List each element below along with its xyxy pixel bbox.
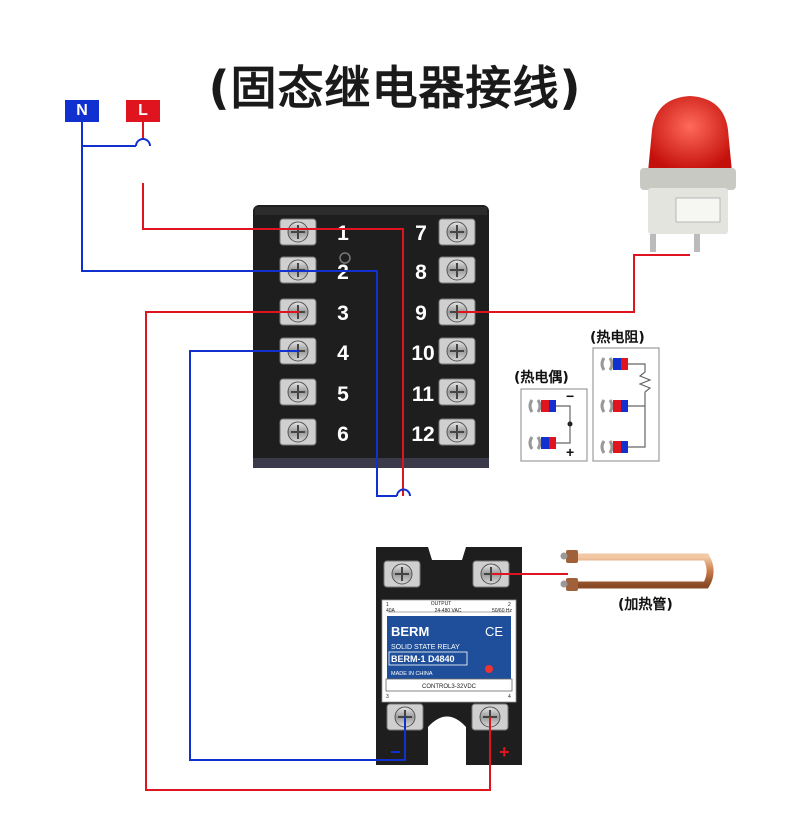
rtd-label: (热电阻) bbox=[590, 330, 645, 346]
page-title: (固态继电器接线) bbox=[208, 61, 582, 115]
terminal-number-12: 12 bbox=[411, 423, 434, 446]
relay-minus-sign: − bbox=[390, 742, 401, 762]
relay-control: CONTROL3-32VDC bbox=[422, 684, 477, 690]
terminal-number-7: 7 bbox=[415, 222, 427, 245]
live-terminal-tag: L bbox=[126, 100, 160, 122]
heater-label: (加热管) bbox=[618, 597, 673, 613]
relay-output-label: OUTPUT bbox=[431, 601, 452, 607]
rtd-diagram bbox=[592, 347, 660, 462]
controller-right-numbers: 7 8 9 10 11 12 bbox=[411, 222, 434, 446]
terminal-number-11: 11 bbox=[412, 383, 435, 406]
solid-state-relay: 1 2 OUTPUT 24-480 VAC 40A 50/60 Hz CONTR… bbox=[376, 547, 522, 765]
relay-brand: BERM bbox=[391, 624, 429, 639]
relay-term3: 3 bbox=[386, 694, 389, 700]
relay-term1: 1 bbox=[386, 602, 389, 608]
warning-beacon bbox=[640, 96, 736, 252]
relay-type-text: SOLID STATE RELAY bbox=[391, 644, 460, 651]
crossover-arc-top bbox=[135, 138, 151, 147]
terminal-number-6: 6 bbox=[337, 423, 349, 446]
relay-ce-mark: CE bbox=[485, 624, 503, 639]
terminal-number-4: 4 bbox=[337, 342, 349, 365]
terminal-number-2: 2 bbox=[337, 261, 349, 284]
thermocouple-plus-sign: + bbox=[566, 444, 575, 460]
controller-left-numbers: 1 2 3 4 5 6 bbox=[337, 222, 349, 446]
relay-model: BERM-1 D4840 bbox=[391, 654, 455, 664]
thermocouple-label: (热电偶) bbox=[514, 370, 569, 386]
neutral-terminal-tag: N bbox=[65, 100, 99, 122]
thermocouple-diagram bbox=[520, 388, 588, 462]
terminal-number-1: 1 bbox=[337, 222, 349, 245]
red-wires bbox=[142, 122, 690, 791]
terminal-number-3: 3 bbox=[337, 302, 349, 325]
blue-wires bbox=[81, 122, 406, 761]
heater-tube bbox=[560, 550, 714, 591]
relay-output-voltage: 24-480 VAC bbox=[435, 608, 462, 614]
crossover-arc-bottom bbox=[396, 488, 411, 497]
relay-term2: 2 bbox=[508, 602, 511, 608]
relay-term4: 4 bbox=[508, 694, 511, 700]
terminal-number-5: 5 bbox=[337, 383, 349, 406]
terminal-number-8: 8 bbox=[415, 261, 427, 284]
thermocouple-minus-sign: − bbox=[566, 388, 575, 404]
relay-frequency: 50/60 Hz bbox=[492, 608, 513, 614]
relay-origin: MADE IN CHINA bbox=[391, 671, 433, 677]
terminal-number-9: 9 bbox=[415, 302, 427, 325]
terminal-number-10: 10 bbox=[411, 342, 434, 365]
relay-current: 40A bbox=[386, 608, 396, 614]
relay-plus-sign: + bbox=[499, 742, 510, 762]
